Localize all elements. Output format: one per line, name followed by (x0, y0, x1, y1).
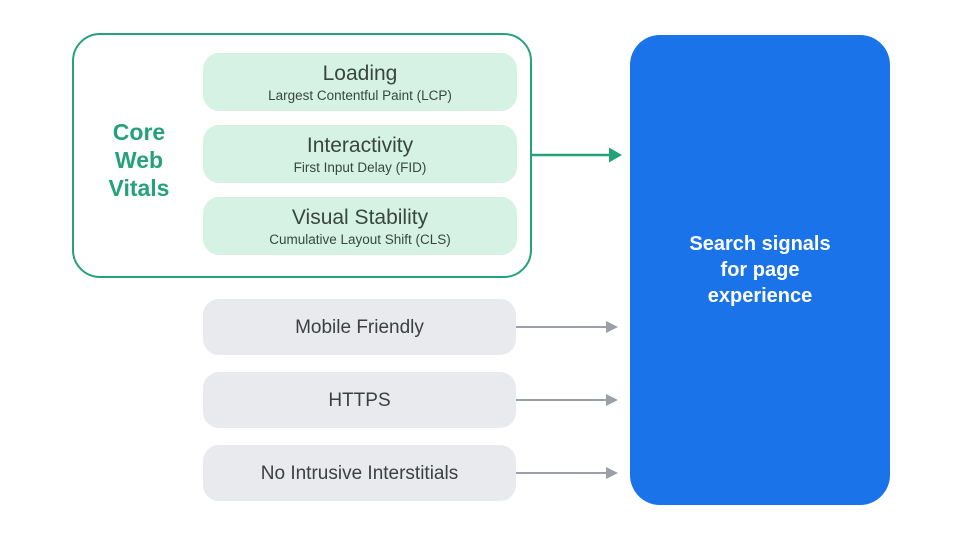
core-web-vitals-box (72, 33, 532, 278)
pill-visual-stability-subtitle: Cumulative Layout Shift (CLS) (269, 231, 451, 247)
pill-no-intrusive-interstitials-label: No Intrusive Interstitials (260, 462, 459, 484)
pill-loading-subtitle: Largest Contentful Paint (LCP) (268, 87, 452, 103)
pill-no-intrusive-interstitials: No Intrusive Interstitials (203, 445, 516, 501)
pill-interactivity: Interactivity First Input Delay (FID) (203, 125, 517, 183)
pill-mobile-friendly-label: Mobile Friendly (295, 316, 424, 338)
pill-https-label: HTTPS (328, 389, 391, 411)
arrow-mobile-friendly (516, 321, 618, 333)
search-signals-panel: Search signals for page experience (630, 35, 890, 505)
pill-loading-title: Loading (322, 61, 398, 85)
pill-https: HTTPS (203, 372, 516, 428)
pill-visual-stability: Visual Stability Cumulative Layout Shift… (203, 197, 517, 255)
pill-visual-stability-title: Visual Stability (291, 205, 429, 229)
core-web-vitals-label: Core Web Vitals (108, 119, 170, 201)
arrow-https (516, 394, 618, 406)
arrow-core-web-vitals (531, 147, 622, 163)
pill-interactivity-title: Interactivity (306, 133, 414, 157)
pill-loading: Loading Largest Contentful Paint (LCP) (203, 53, 517, 111)
pill-mobile-friendly: Mobile Friendly (203, 299, 516, 355)
arrow-no-intrusive-interstitials (516, 467, 618, 479)
pill-interactivity-subtitle: First Input Delay (FID) (293, 159, 427, 175)
search-signals-label: Search signals for page experience (689, 233, 831, 307)
